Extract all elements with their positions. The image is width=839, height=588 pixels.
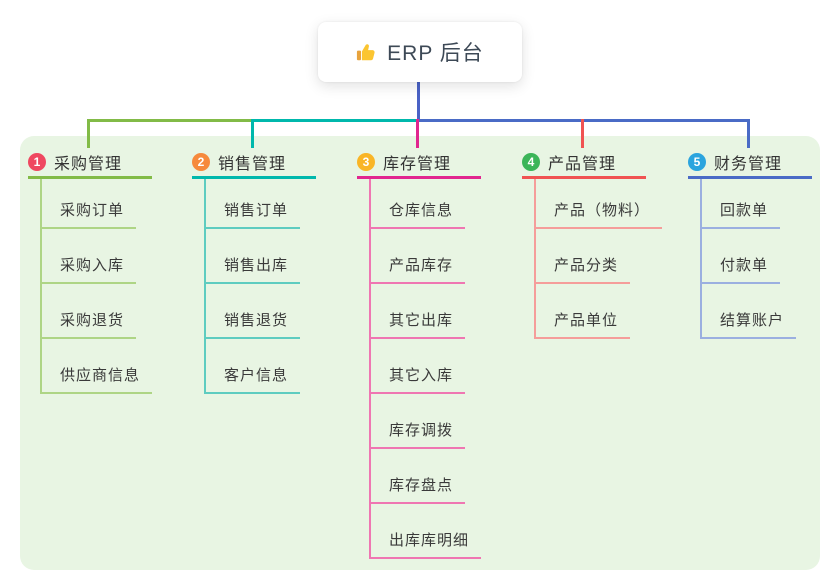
child-node[interactable]: 销售退货: [206, 284, 316, 339]
branch-number-badge: 5: [688, 153, 706, 171]
child-node[interactable]: 采购退货: [42, 284, 152, 339]
child-node[interactable]: 销售订单: [206, 179, 316, 229]
branch-children: 采购订单 采购入库 采购退货 供应商信息: [40, 179, 153, 394]
branch-header-finance[interactable]: 5 财务管理: [688, 148, 812, 179]
child-node[interactable]: 仓库信息: [371, 179, 481, 229]
child-node[interactable]: 销售出库: [206, 229, 316, 284]
branch-inventory: 3 库存管理 仓库信息 产品库存 其它出库 其它入库 库存调拨 库存盘点 出库库…: [357, 148, 482, 559]
branch-label: 销售管理: [218, 156, 287, 173]
branch-children: 仓库信息 产品库存 其它出库 其它入库 库存调拨 库存盘点 出库库明细: [369, 179, 482, 559]
thumbs-up-icon: [357, 44, 375, 61]
root-node-label: ERP 后台: [387, 42, 484, 65]
branch-header-purchase[interactable]: 1 采购管理: [28, 148, 152, 179]
connector-drop-inventory: [416, 119, 419, 148]
branch-label: 财务管理: [714, 156, 783, 173]
branch-number-badge: 1: [28, 153, 46, 171]
branch-purchase: 1 采购管理 采购订单 采购入库 采购退货 供应商信息: [28, 148, 153, 394]
child-node[interactable]: 付款单: [702, 229, 812, 284]
connector-bus-sales: [252, 119, 417, 122]
child-node[interactable]: 库存盘点: [371, 449, 481, 504]
mindmap-background-panel: [20, 136, 820, 570]
branch-number-badge: 4: [522, 153, 540, 171]
branch-children: 销售订单 销售出库 销售退货 客户信息: [204, 179, 316, 394]
child-node[interactable]: 结算账户: [702, 284, 812, 339]
root-node[interactable]: ERP 后台: [318, 22, 522, 82]
child-node[interactable]: 采购入库: [42, 229, 152, 284]
child-node[interactable]: 供应商信息: [42, 339, 153, 394]
connector-root: [417, 82, 420, 120]
branch-label: 产品管理: [548, 156, 617, 173]
child-node[interactable]: 回款单: [702, 179, 812, 229]
connector-bus-purchase: [88, 119, 253, 122]
branch-label: 采购管理: [54, 156, 123, 173]
branch-number-badge: 2: [192, 153, 210, 171]
branch-header-sales[interactable]: 2 销售管理: [192, 148, 316, 179]
branch-product: 4 产品管理 产品（物料） 产品分类 产品单位: [522, 148, 663, 339]
child-node[interactable]: 库存调拨: [371, 394, 481, 449]
branch-sales: 2 销售管理 销售订单 销售出库 销售退货 客户信息: [192, 148, 316, 394]
connector-drop-purchase: [87, 119, 90, 148]
connector-drop-finance: [747, 119, 750, 148]
child-node[interactable]: 产品库存: [371, 229, 481, 284]
branch-finance: 5 财务管理 回款单 付款单 结算账户: [688, 148, 812, 339]
connector-drop-sales: [251, 119, 254, 148]
child-node[interactable]: 采购订单: [42, 179, 152, 229]
child-node[interactable]: 其它入库: [371, 339, 481, 394]
connector-drop-product: [581, 119, 584, 148]
child-node[interactable]: 产品（物料）: [536, 179, 663, 229]
child-node[interactable]: 出库库明细: [371, 504, 482, 559]
child-node[interactable]: 产品分类: [536, 229, 646, 284]
child-node[interactable]: 产品单位: [536, 284, 646, 339]
branch-label: 库存管理: [383, 156, 452, 173]
child-node[interactable]: 客户信息: [206, 339, 316, 394]
child-node[interactable]: 其它出库: [371, 284, 481, 339]
branch-number-badge: 3: [357, 153, 375, 171]
branch-header-inventory[interactable]: 3 库存管理: [357, 148, 481, 179]
branch-header-product[interactable]: 4 产品管理: [522, 148, 646, 179]
branch-children: 回款单 付款单 结算账户: [700, 179, 812, 339]
branch-children: 产品（物料） 产品分类 产品单位: [534, 179, 663, 339]
